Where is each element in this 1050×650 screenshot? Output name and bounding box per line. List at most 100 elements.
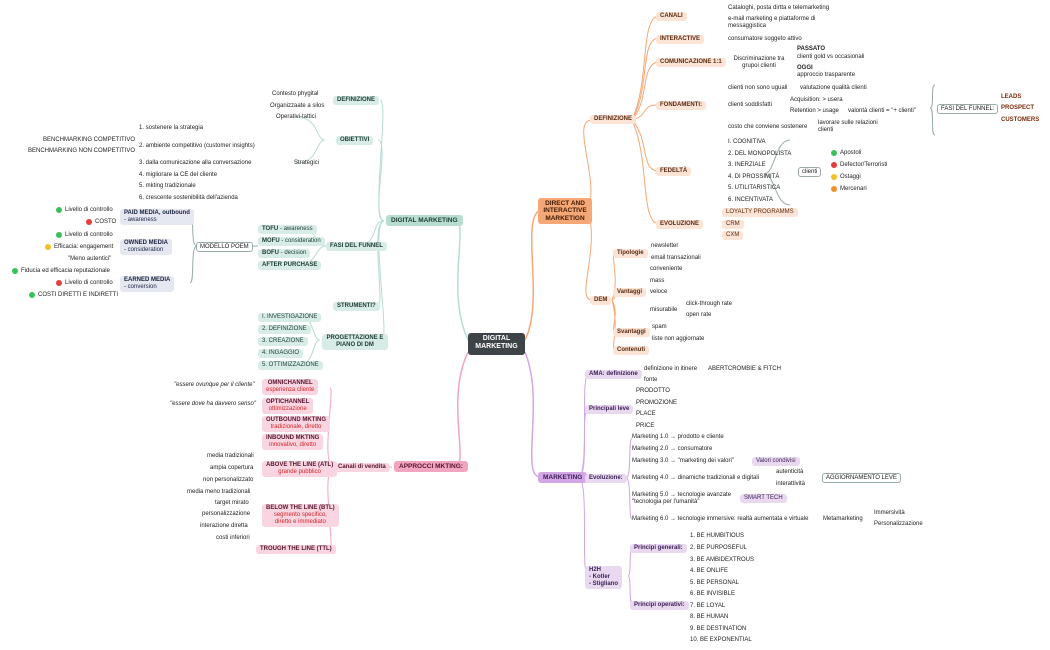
- metamarketing-item-2: Personalizzazione: [874, 521, 923, 527]
- node-aggiornamento-leve[interactable]: AGGIORNAMENTO LEVE: [822, 473, 901, 483]
- marketing-3-0: Marketing 3.0 → "marketing dei valori": [632, 458, 734, 464]
- obiettivi-item-2: 2. ambiente competitivo (customer insigh…: [139, 143, 255, 149]
- node-dim-definizione[interactable]: DEFINIZIONE: [590, 115, 637, 124]
- clienti-type-2: Defector/Terroristi: [840, 162, 888, 168]
- funnel-bofu: BOFU - decision: [258, 249, 311, 258]
- funnel-after-purchase: AFTER PURCHASE: [258, 261, 322, 270]
- node-evoluzione[interactable]: EVOLUZIONE: [656, 220, 704, 229]
- node-paid-media[interactable]: PAID MEDIA, outbound- awareness: [120, 209, 194, 225]
- metamarketing-item-1: Immersività: [874, 510, 905, 516]
- fondamenti-item-2a: Acquisition: > usera: [790, 97, 843, 103]
- principi-operativi-8: 8. BE HUMAN: [690, 614, 729, 620]
- node-fasi-del-funnel[interactable]: FASI DEL FUNNEL:: [937, 104, 999, 114]
- fondamenti-item-2b: Retention > usage: [790, 108, 839, 114]
- earned-item-1: Fiducia ed efficacia reputazionale: [21, 268, 110, 274]
- node-canali-di-vendita[interactable]: Canali di vendita: [334, 463, 390, 472]
- node-progettazione[interactable]: PROGETTAZIONE E PIANO DI DM: [322, 334, 388, 350]
- node-obiettivi[interactable]: OBIETTIVI: [336, 136, 374, 145]
- obiettivi-strategici: Strategici: [294, 160, 320, 166]
- principi-generali-1: 1. BE HUMBITIOUS: [690, 533, 745, 539]
- owned-item-2: Efficacia: engagement: [54, 244, 114, 250]
- progettazione-item-3: 3. CREAZIONE: [258, 337, 308, 346]
- btl-item-3: personalizzazione: [202, 511, 251, 517]
- node-vantaggi[interactable]: Vantaggi: [613, 288, 647, 297]
- owned-item-1: Livello di controllo: [65, 232, 113, 238]
- node-h2h[interactable]: H2H- Kotler- Stigliano: [585, 566, 622, 589]
- btl-item-5: costi inferiori: [216, 535, 250, 541]
- node-evoluzione[interactable]: Evoluzione:: [585, 474, 627, 483]
- vantaggi-misurabile: misurabile: [650, 307, 678, 313]
- btl-item-2: target mirato: [215, 500, 249, 506]
- node-earned-media[interactable]: EARNED MEDIA- conversion: [120, 276, 175, 292]
- branch-direct-interactive-marketing[interactable]: DIRECT AND INTERACTIVE MARKETIGN: [538, 198, 592, 225]
- vantaggi-item-1: conveniente: [650, 266, 683, 272]
- node-principali-leve[interactable]: Principali leve: [585, 405, 634, 414]
- node-tipologie[interactable]: Tipologie: [613, 249, 648, 258]
- tipologie-item-1: newsletter: [651, 243, 679, 249]
- node-strumenti[interactable]: STRUMENTI?: [333, 302, 380, 311]
- leve-item-3: PLACE: [636, 411, 656, 417]
- progettazione-item-1: I. INVESTIGAZIONE: [258, 313, 322, 322]
- atl-item-2: ampia copertura: [210, 465, 254, 471]
- principi-operativi-10: 10. BE EXPONENTIAL: [690, 637, 752, 643]
- omnichannel-desc: esperienza cliente: [266, 386, 315, 393]
- node-principi-generali[interactable]: Principi generali:: [630, 544, 687, 553]
- green-dot-icon: [56, 232, 62, 238]
- svantaggi-item-2: liste non aggiornate: [652, 336, 705, 342]
- node-principi-operativi[interactable]: Principi operativi:: [630, 601, 689, 610]
- yellow-dot-icon: [45, 244, 51, 250]
- h2h-stigliano: - Stigliano: [589, 580, 618, 587]
- node-owned-media[interactable]: OWNED MEDIA- consideration: [120, 239, 172, 255]
- node-interactive[interactable]: INTERACTIVE: [656, 35, 705, 44]
- node-dem[interactable]: DEM: [590, 296, 612, 305]
- fondamenti-item-2: clienti soddisfatti: [728, 102, 773, 108]
- canali-item-2: e-mail marketing e piattaforme di messag…: [728, 16, 816, 29]
- node-dmk-definizione[interactable]: DEFINIZIONE: [333, 96, 380, 105]
- earned-item-2: Livello di controllo: [65, 280, 113, 286]
- node-canali[interactable]: CANALI: [656, 12, 687, 21]
- node-btl[interactable]: BELOW THE LINE (BTL)segmento specifico,d…: [262, 504, 339, 527]
- yellow-dot-icon: [831, 174, 837, 180]
- branch-approcci-mkting[interactable]: APPROCCI MKTING:: [394, 461, 468, 473]
- branch-marketing[interactable]: MARKETING: [538, 472, 588, 484]
- btl-desc-2: diretto e immediato: [274, 518, 326, 525]
- inbound-desc: innovativo, diretto: [269, 441, 317, 448]
- inbound-label: INBOUND MKTING: [266, 435, 320, 441]
- node-comunicazione-1-1[interactable]: COMUNICAZIONE 1:1: [656, 58, 726, 67]
- node-fasi-del-funnel[interactable]: FASI DEL FUNNEL: [326, 242, 387, 251]
- marketing-4-0-autenticita: autenticità: [776, 469, 804, 475]
- passato-item: clienti gold vs occasionali: [797, 54, 865, 60]
- principi-operativi-9: 9. BE DESTINATION: [690, 626, 747, 632]
- node-ama-definizione[interactable]: AMA: definizione: [585, 370, 642, 379]
- marketing-4-0-interattivita: interattività: [776, 481, 806, 487]
- node-atl[interactable]: ABOVE THE LINE (ATL)grande pubblico: [262, 461, 338, 477]
- red-dot-icon: [86, 219, 92, 225]
- node-svantaggi[interactable]: Svantaggi: [613, 328, 650, 337]
- bofu-label: BOFU: [262, 250, 279, 256]
- h2h-label: H2H: [589, 567, 602, 573]
- red-dot-icon: [56, 280, 62, 286]
- node-ttl[interactable]: TROUGH THE LINE (TTL): [256, 545, 336, 554]
- node-modello-poem[interactable]: MODELLO POEM: [196, 242, 253, 252]
- branch-digital-marketing[interactable]: DIGITAL MARKETING: [386, 215, 463, 227]
- btl-desc-1: segmento specifico,: [273, 511, 327, 518]
- node-contenuti[interactable]: Contenuti: [613, 346, 649, 355]
- fondamenti-item-1: clienti non sono uguali: [728, 85, 788, 91]
- fedelta-item-5: 5. UTILITARISTICA: [728, 185, 781, 191]
- ama-item-1: definizione in itinere: [644, 366, 698, 372]
- node-fedelta[interactable]: FEDELTÀ: [656, 167, 692, 176]
- green-dot-icon: [831, 150, 837, 156]
- owned-item-3: "Meno autentici": [68, 256, 112, 262]
- node-clienti[interactable]: clienti: [798, 167, 822, 177]
- oggi-label: OGGI: [797, 65, 813, 71]
- node-fondamenti[interactable]: FONDAMENTI:: [656, 101, 706, 110]
- atl-label: ABOVE THE LINE (ATL): [266, 462, 334, 468]
- principi-operativi-5: 5. BE PERSONAL: [690, 580, 740, 586]
- funnel-leads: LEADS: [1001, 94, 1022, 100]
